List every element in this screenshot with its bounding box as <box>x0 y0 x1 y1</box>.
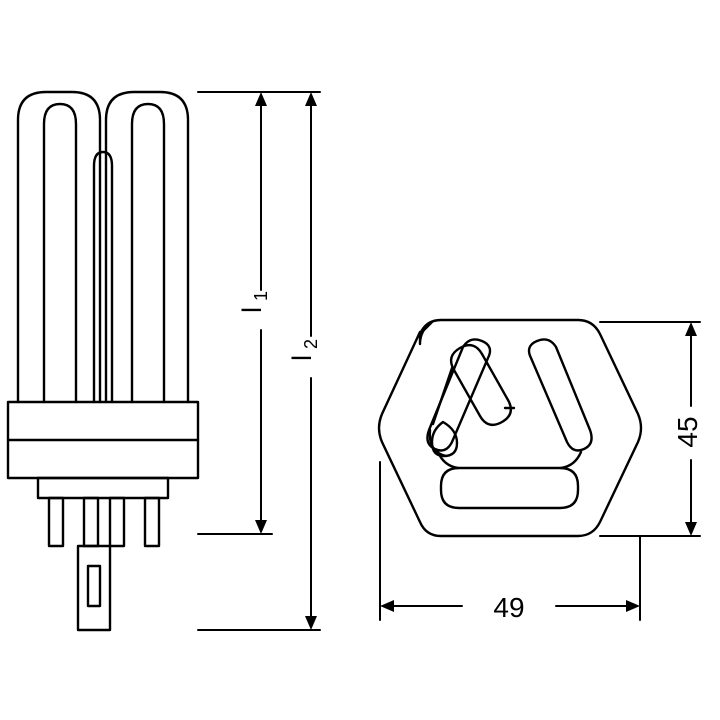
top-view-group <box>377 318 643 538</box>
dimension-45 <box>599 321 701 537</box>
tube-cross-sections <box>426 338 593 510</box>
dimension-labels: l 1 l 2 45 49 <box>237 291 703 623</box>
label-l2: l <box>287 355 317 361</box>
glass-tubes-outline <box>16 90 190 404</box>
dimension-l2 <box>197 91 321 631</box>
label-height-45: 45 <box>672 416 703 447</box>
lamp-base-housing <box>6 400 200 500</box>
label-l1: l <box>237 307 267 313</box>
label-width-49: 49 <box>493 592 524 623</box>
dimension-49 <box>379 461 641 621</box>
side-view-group <box>6 90 200 632</box>
dimension-l1 <box>197 91 273 535</box>
lamp-pins <box>47 496 161 632</box>
label-l2-subscript: 2 <box>301 339 321 349</box>
label-l1-subscript: 1 <box>251 291 271 301</box>
